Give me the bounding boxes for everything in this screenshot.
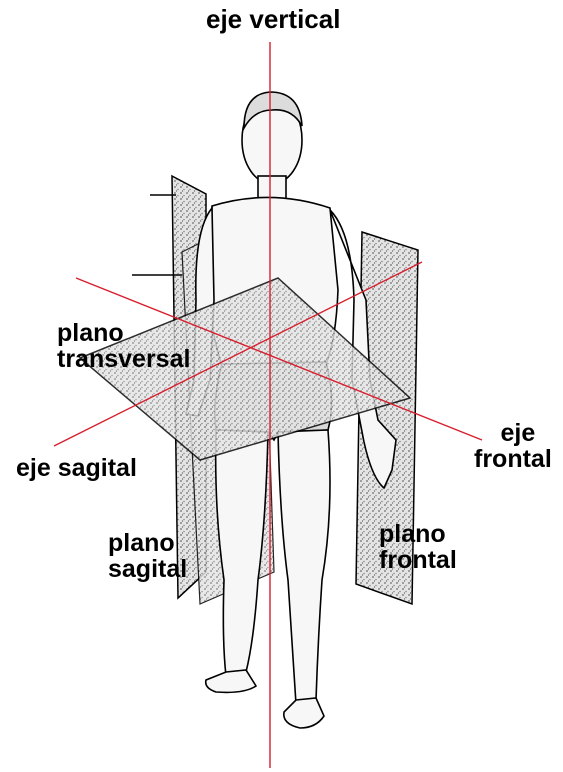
- frontal-plane-label-line2: frontal: [379, 547, 457, 573]
- frontal-axis-label: eje frontal: [474, 420, 552, 472]
- transverse-plane-label-line2: transversal: [57, 346, 190, 372]
- transverse-plane-label: plano transversal: [57, 320, 190, 372]
- frontal-axis-label-line2: frontal: [474, 446, 552, 472]
- frontal-plane-label: plano frontal: [379, 521, 457, 573]
- frontal-axis-label-line1: eje: [474, 420, 552, 446]
- sagittal-plane-label-line2: sagital: [108, 556, 187, 582]
- vertical-axis-label: eje vertical: [206, 6, 340, 32]
- frontal-plane-label-line1: plano: [379, 521, 457, 547]
- sagittal-plane-label: plano sagital: [108, 530, 187, 582]
- sagittal-axis-label: eje sagital: [16, 455, 137, 481]
- transverse-plane-label-line1: plano: [57, 320, 190, 346]
- sagittal-plane-label-line1: plano: [108, 530, 187, 556]
